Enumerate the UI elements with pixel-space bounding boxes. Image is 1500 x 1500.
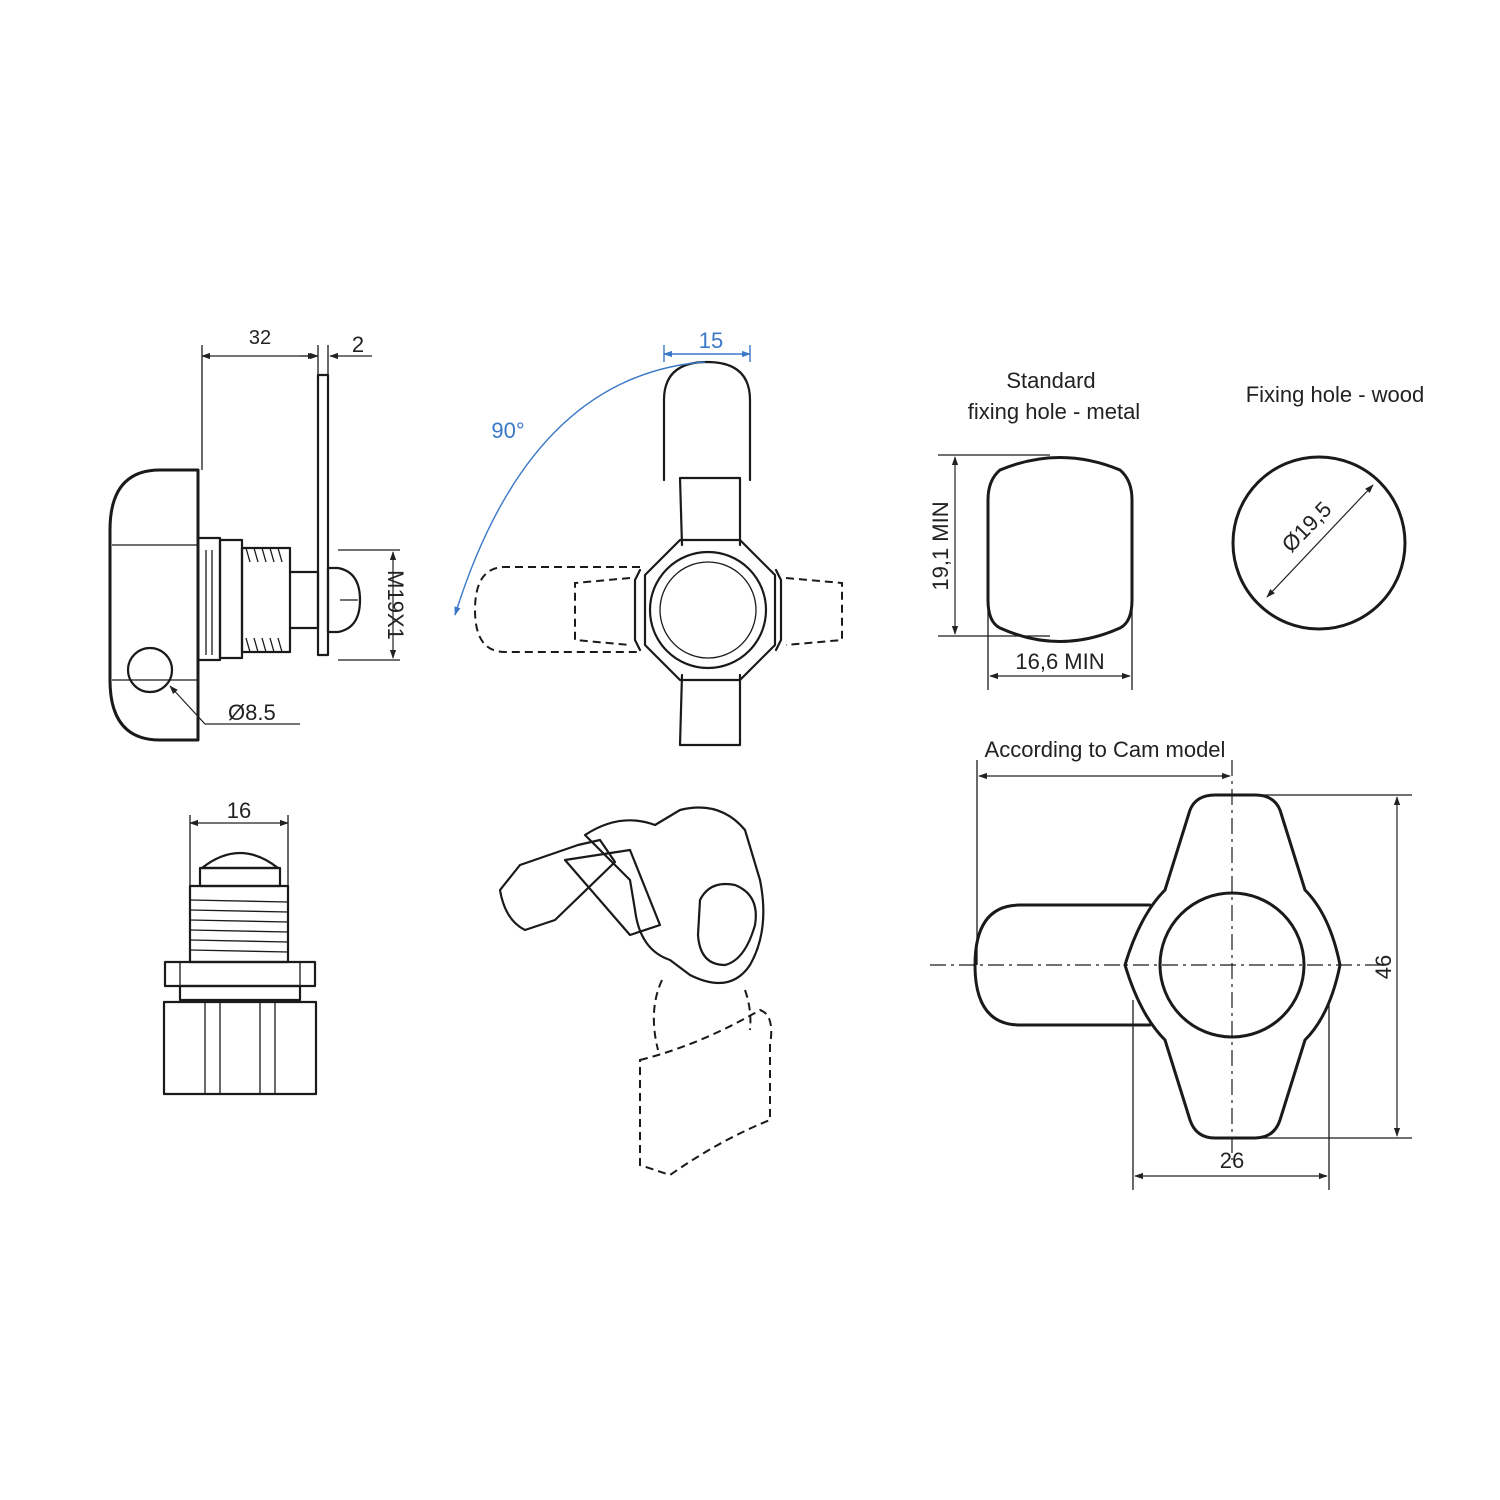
dim-plate-label: 2 bbox=[352, 332, 364, 357]
dim-thread-label: M19X1 bbox=[383, 570, 408, 640]
bottom-view: 16 bbox=[162, 798, 318, 1096]
metal-hole-title-line1: Standard bbox=[1006, 368, 1095, 393]
side-view: 32 2 M19X1 Ø8.5 bbox=[108, 327, 408, 742]
front-view: 15 90° bbox=[454, 328, 843, 747]
dim-bottom-width-label: 16 bbox=[227, 798, 251, 823]
metal-hole-shape bbox=[986, 456, 1134, 643]
isometric-view bbox=[498, 806, 773, 1177]
cross-handle bbox=[1123, 793, 1342, 1140]
wood-hole-diameter-label: Ø19,5 bbox=[1277, 497, 1337, 557]
cam-view-width-label: 26 bbox=[1220, 1148, 1244, 1173]
wood-fixing-hole: Fixing hole - wood Ø19,5 bbox=[1231, 382, 1425, 631]
wood-hole-title: Fixing hole - wood bbox=[1246, 382, 1425, 407]
dim-padlock-hole-label: Ø8.5 bbox=[228, 700, 276, 725]
metal-fixing-hole: Standard fixing hole - metal 19,1 MIN 16… bbox=[928, 368, 1140, 690]
metal-hole-title-line2: fixing hole - metal bbox=[968, 399, 1140, 424]
cam-view-height-label: 46 bbox=[1371, 955, 1396, 979]
dim-length-label: 32 bbox=[249, 327, 271, 349]
metal-hole-width-label: 16,6 MIN bbox=[1015, 649, 1104, 674]
cam-model-label: According to Cam model bbox=[985, 737, 1226, 762]
cam-view: According to Cam model 46 26 bbox=[930, 737, 1412, 1190]
metal-hole-height-label: 19,1 MIN bbox=[928, 501, 953, 590]
rotation-angle-label: 90° bbox=[491, 418, 524, 443]
panel-plate bbox=[316, 373, 330, 657]
padlock-hole bbox=[126, 646, 174, 694]
dim-cam-width-label: 15 bbox=[699, 328, 723, 353]
wood-hole-shape bbox=[1231, 455, 1407, 631]
